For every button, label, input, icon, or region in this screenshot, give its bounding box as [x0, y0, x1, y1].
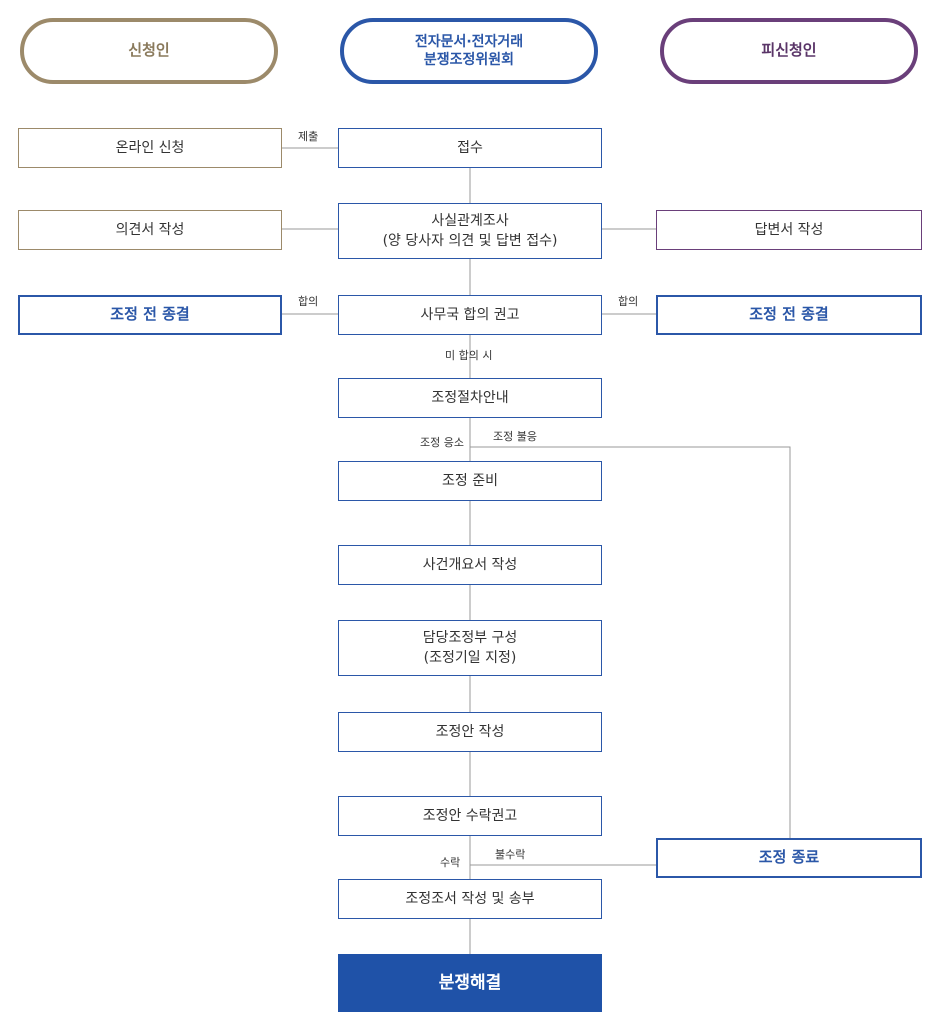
node-online-apply-text: 온라인 신청 [115, 139, 185, 156]
node-resolved: 분쟁해결 [338, 954, 602, 1012]
node-pre-end-right: 조정 전 종결 [656, 295, 922, 335]
label-no-agree: 미 합의 시 [445, 349, 493, 362]
node-protocol-text: 조정조서 작성 및 송부 [405, 890, 535, 907]
node-draft: 조정안 작성 [338, 712, 602, 752]
node-end: 조정 종료 [656, 838, 922, 878]
label-mediation-refuse: 조정 불응 [493, 430, 537, 443]
node-accept-recommend: 조정안 수락권고 [338, 796, 602, 836]
node-panel: 담당조정부 구성 (조정기일 지정) [338, 620, 602, 676]
node-panel-line1: 담당조정부 구성 [422, 629, 518, 646]
node-protocol: 조정조서 작성 및 송부 [338, 879, 602, 919]
label-submit: 제출 [298, 130, 319, 143]
node-panel-line2: (조정기일 지정) [423, 650, 517, 666]
node-prepare: 조정 준비 [338, 461, 602, 501]
node-pre-end-right-text: 조정 전 종결 [749, 305, 829, 324]
label-agree-right: 합의 [618, 295, 639, 308]
header-respondent: 피신청인 [660, 18, 918, 84]
node-draft-text: 조정안 작성 [435, 723, 505, 740]
node-prepare-text: 조정 준비 [442, 472, 498, 489]
node-fact-check-line2: (양 당사자 의견 및 답변 접수) [382, 233, 558, 249]
node-pre-end-left-text: 조정 전 종결 [110, 305, 190, 324]
node-receipt: 접수 [338, 128, 602, 168]
node-guide-text: 조정절차안내 [431, 389, 509, 406]
header-respondent-text: 피신청인 [761, 41, 817, 60]
node-summary: 사건개요서 작성 [338, 545, 602, 585]
node-online-apply: 온라인 신청 [18, 128, 282, 168]
node-recommend-text: 사무국 합의 권고 [420, 306, 520, 323]
header-committee: 전자문서·전자거래 분쟁조정위원회 [340, 18, 598, 84]
node-answer-write: 답변서 작성 [656, 210, 922, 250]
header-committee-line2: 분쟁조정위원회 [423, 52, 515, 68]
node-guide: 조정절차안내 [338, 378, 602, 418]
header-committee-line1: 전자문서·전자거래 [414, 33, 524, 50]
header-applicant: 신청인 [20, 18, 278, 84]
node-receipt-text: 접수 [457, 139, 483, 156]
label-not-accept: 불수락 [495, 848, 526, 861]
node-pre-end-left: 조정 전 종결 [18, 295, 282, 335]
node-fact-check: 사실관계조사 (양 당사자 의견 및 답변 접수) [338, 203, 602, 259]
node-recommend: 사무국 합의 권고 [338, 295, 602, 335]
header-applicant-text: 신청인 [128, 41, 170, 60]
node-accept-recommend-text: 조정안 수락권고 [422, 807, 518, 824]
label-mediation-accept: 조정 응소 [420, 436, 464, 449]
node-answer-write-text: 답변서 작성 [754, 221, 824, 238]
node-opinion-write: 의견서 작성 [18, 210, 282, 250]
node-fact-check-line1: 사실관계조사 [431, 212, 509, 229]
label-agree-left: 합의 [298, 295, 319, 308]
label-accept: 수락 [440, 856, 461, 869]
node-opinion-write-text: 의견서 작성 [115, 221, 185, 238]
node-resolved-text: 분쟁해결 [438, 972, 502, 993]
node-end-text: 조정 종료 [758, 848, 820, 867]
node-summary-text: 사건개요서 작성 [422, 556, 518, 573]
